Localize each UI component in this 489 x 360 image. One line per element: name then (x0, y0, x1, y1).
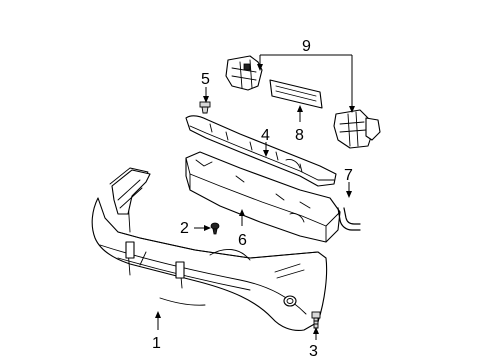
callout-2: 2 (180, 220, 189, 237)
push-clip (210, 222, 220, 235)
u-clip (337, 207, 361, 231)
callout-3: 3 (309, 343, 318, 360)
callout-1: 1 (152, 335, 161, 352)
bumper-cover (91, 167, 328, 331)
left-lamp (225, 55, 263, 91)
bumper-bolt (311, 311, 321, 329)
callout-4: 4 (261, 127, 270, 144)
upper-bolt (199, 101, 211, 114)
callout-6: 6 (238, 232, 247, 249)
callout-5: 5 (201, 71, 210, 88)
right-lamp (333, 109, 381, 149)
callout-7: 7 (344, 167, 353, 184)
callout-8: 8 (295, 127, 304, 144)
impact-bar (185, 151, 341, 243)
center-plate (269, 79, 323, 109)
leader-lines (155, 54, 355, 340)
callout-9: 9 (302, 38, 311, 55)
upper-bracket (185, 115, 337, 187)
